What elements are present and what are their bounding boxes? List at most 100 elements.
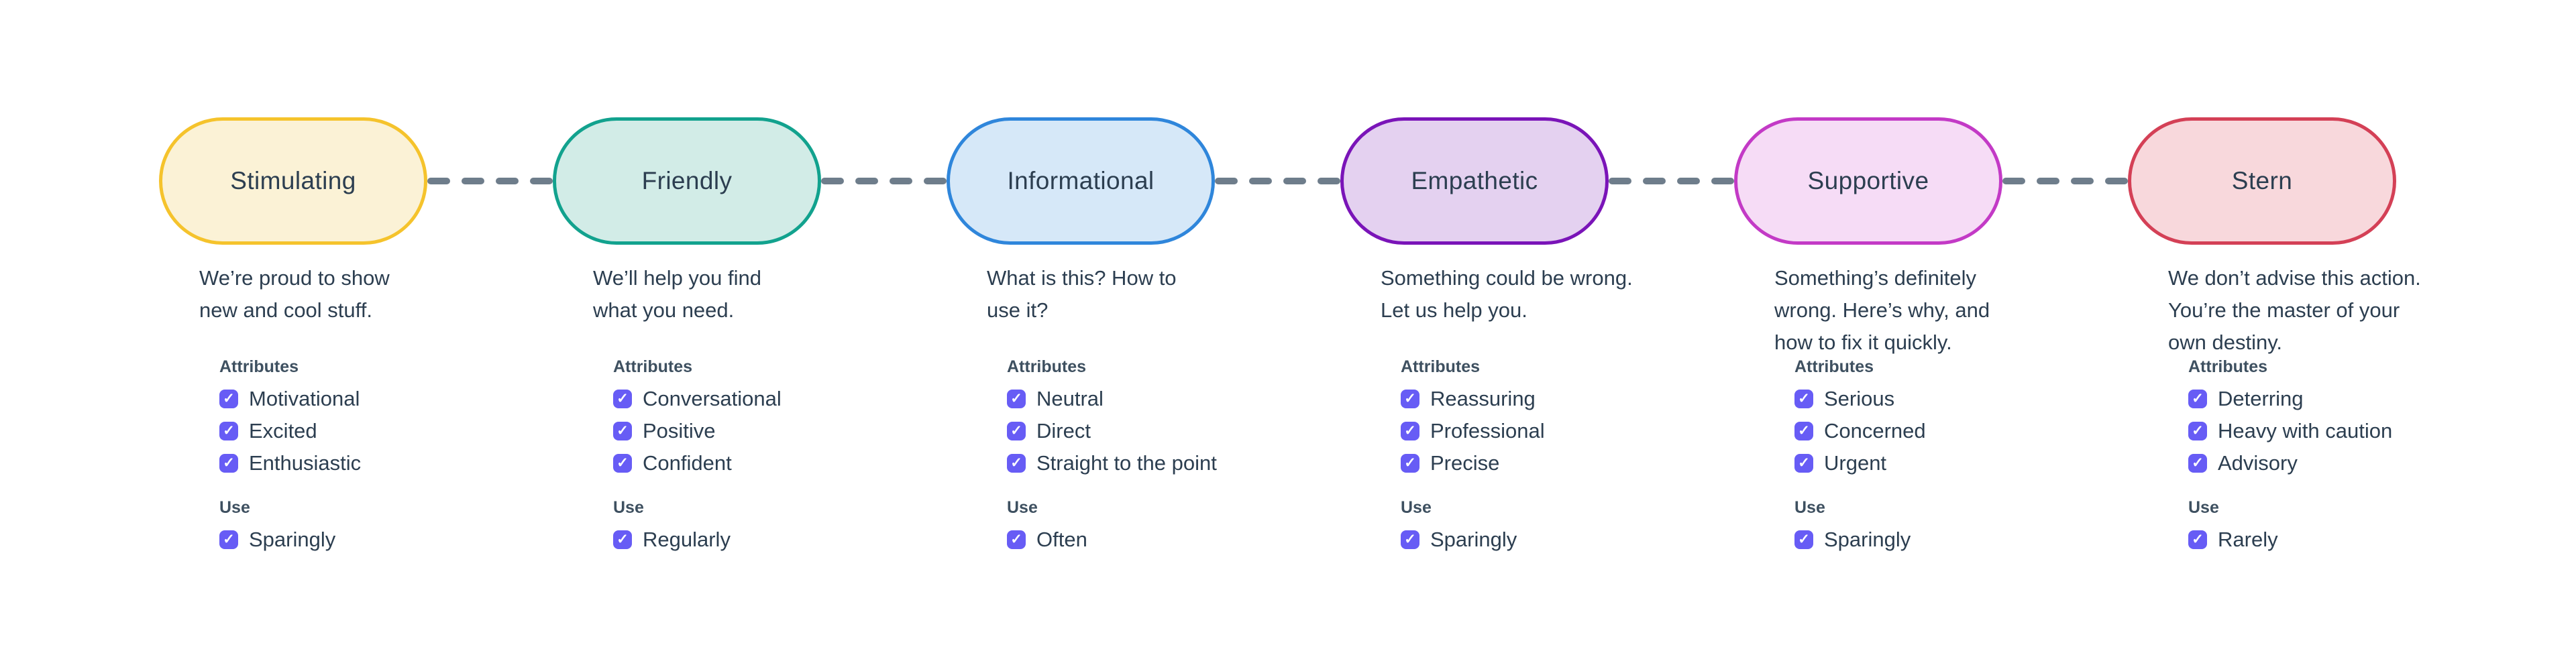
checked-checkbox-icon[interactable]: ✓	[1007, 422, 1026, 440]
dash	[821, 178, 844, 184]
attribute-label: Neutral	[1036, 387, 1104, 410]
attribute-row: ✓ Urgent	[1794, 447, 2036, 479]
tone-column-informational: Informational What is this? How to use i…	[913, 117, 1248, 556]
dash	[496, 178, 519, 184]
attribute-row: ✓ Neutral	[1007, 383, 1248, 415]
use-row: ✓ Sparingly	[1794, 524, 2036, 556]
use-label: Sparingly	[1824, 528, 1911, 551]
checked-checkbox-icon[interactable]: ✓	[613, 390, 632, 408]
attribute-label: Confident	[643, 451, 732, 475]
tone-node-friendly: Friendly	[553, 117, 821, 245]
tone-title: Stimulating	[230, 167, 356, 194]
dash	[2037, 178, 2059, 184]
attribute-label: Reassuring	[1430, 387, 1536, 410]
tone-column-empathetic: Empathetic Something could be wrong. Let…	[1307, 117, 1642, 556]
tone-title: Informational	[1007, 167, 1155, 194]
use-label: Sparingly	[1430, 528, 1517, 551]
checked-checkbox-icon[interactable]: ✓	[2188, 390, 2207, 408]
dash	[2071, 178, 2094, 184]
attribute-row: ✓ Motivational	[219, 383, 461, 415]
tone-column-stern: Stern We don’t advise this action. You’r…	[2094, 117, 2430, 556]
attribute-row: ✓ Deterring	[2188, 383, 2430, 415]
attribute-label: Precise	[1430, 451, 1500, 475]
checked-checkbox-icon[interactable]: ✓	[219, 454, 238, 473]
tone-description: We don’t advise this action. You’re the …	[2168, 266, 2421, 354]
attribute-label: Urgent	[1824, 451, 1887, 475]
checked-checkbox-icon[interactable]: ✓	[2188, 530, 2207, 549]
use-heading: Use	[1794, 498, 1825, 517]
attribute-row: ✓ Advisory	[2188, 447, 2430, 479]
dash	[924, 178, 947, 184]
attribute-label: Serious	[1824, 387, 1895, 410]
dash	[1318, 178, 1340, 184]
checked-checkbox-icon[interactable]: ✓	[1794, 422, 1813, 440]
attribute-row: ✓ Confident	[613, 447, 855, 479]
tone-title: Stern	[2231, 167, 2293, 194]
use-heading: Use	[2188, 498, 2219, 517]
checked-checkbox-icon[interactable]: ✓	[1794, 530, 1813, 549]
dash	[855, 178, 878, 184]
dash	[462, 178, 484, 184]
dash	[1609, 178, 1631, 184]
dash	[1215, 178, 1238, 184]
attributes-heading: Attributes	[2188, 357, 2268, 376]
attribute-label: Deterring	[2218, 387, 2304, 410]
checked-checkbox-icon[interactable]: ✓	[1007, 390, 1026, 408]
connector-line	[1215, 178, 1340, 184]
tone-title: Supportive	[1807, 167, 1929, 194]
checked-checkbox-icon[interactable]: ✓	[219, 530, 238, 549]
use-label: Rarely	[2218, 528, 2278, 551]
dash	[890, 178, 912, 184]
attribute-row: ✓ Concerned	[1794, 415, 2036, 447]
tone-columns: Stimulating We’re proud to show new and …	[159, 117, 2430, 556]
use-row: ✓ Regularly	[613, 524, 855, 556]
attribute-row: ✓ Straight to the point	[1007, 447, 1248, 479]
attribute-label: Enthusiastic	[249, 451, 362, 475]
dash	[427, 178, 450, 184]
attribute-label: Professional	[1430, 419, 1545, 442]
attribute-row: ✓ Precise	[1401, 447, 1642, 479]
checked-checkbox-icon[interactable]: ✓	[1401, 530, 1419, 549]
tone-description: We’ll help you find what you need.	[593, 266, 762, 322]
tone-title: Friendly	[641, 167, 733, 194]
attributes-heading: Attributes	[1401, 357, 1481, 376]
connector-line	[427, 178, 553, 184]
checked-checkbox-icon[interactable]: ✓	[2188, 422, 2207, 440]
attribute-label: Concerned	[1824, 419, 1926, 442]
checked-checkbox-icon[interactable]: ✓	[1401, 422, 1419, 440]
checked-checkbox-icon[interactable]: ✓	[1794, 454, 1813, 473]
attribute-row: ✓ Positive	[613, 415, 855, 447]
tone-node-empathetic: Empathetic	[1340, 117, 1609, 245]
connector-line	[1609, 178, 1734, 184]
checked-checkbox-icon[interactable]: ✓	[1007, 454, 1026, 473]
checked-checkbox-icon[interactable]: ✓	[1007, 530, 1026, 549]
tone-column-supportive: Supportive Something’s definitely wrong.…	[1701, 117, 2036, 556]
tone-column-friendly: Friendly We’ll help you find what you ne…	[519, 117, 855, 556]
attributes-heading: Attributes	[219, 357, 299, 376]
checked-checkbox-icon[interactable]: ✓	[1401, 390, 1419, 408]
checked-checkbox-icon[interactable]: ✓	[2188, 454, 2207, 473]
checked-checkbox-icon[interactable]: ✓	[1794, 390, 1813, 408]
use-heading: Use	[219, 498, 250, 517]
checked-checkbox-icon[interactable]: ✓	[219, 390, 238, 408]
checked-checkbox-icon[interactable]: ✓	[219, 422, 238, 440]
use-label: Regularly	[643, 528, 731, 551]
attribute-label: Heavy with caution	[2218, 419, 2393, 442]
dash	[1711, 178, 1734, 184]
connector-line	[2002, 178, 2128, 184]
checked-checkbox-icon[interactable]: ✓	[613, 530, 632, 549]
checked-checkbox-icon[interactable]: ✓	[613, 422, 632, 440]
tone-description: Something’s definitely wrong. Here’s why…	[1774, 266, 1990, 354]
attributes-heading: Attributes	[613, 357, 693, 376]
attribute-row: ✓ Reassuring	[1401, 383, 1642, 415]
use-label: Often	[1036, 528, 1087, 551]
tone-title: Empathetic	[1411, 167, 1538, 194]
use-row: ✓ Sparingly	[219, 524, 461, 556]
attribute-label: Straight to the point	[1036, 451, 1217, 475]
tone-description: We’re proud to show new and cool stuff.	[199, 266, 390, 322]
checked-checkbox-icon[interactable]: ✓	[613, 454, 632, 473]
checked-checkbox-icon[interactable]: ✓	[1401, 454, 1419, 473]
attribute-label: Motivational	[249, 387, 360, 410]
attribute-row: ✓ Enthusiastic	[219, 447, 461, 479]
